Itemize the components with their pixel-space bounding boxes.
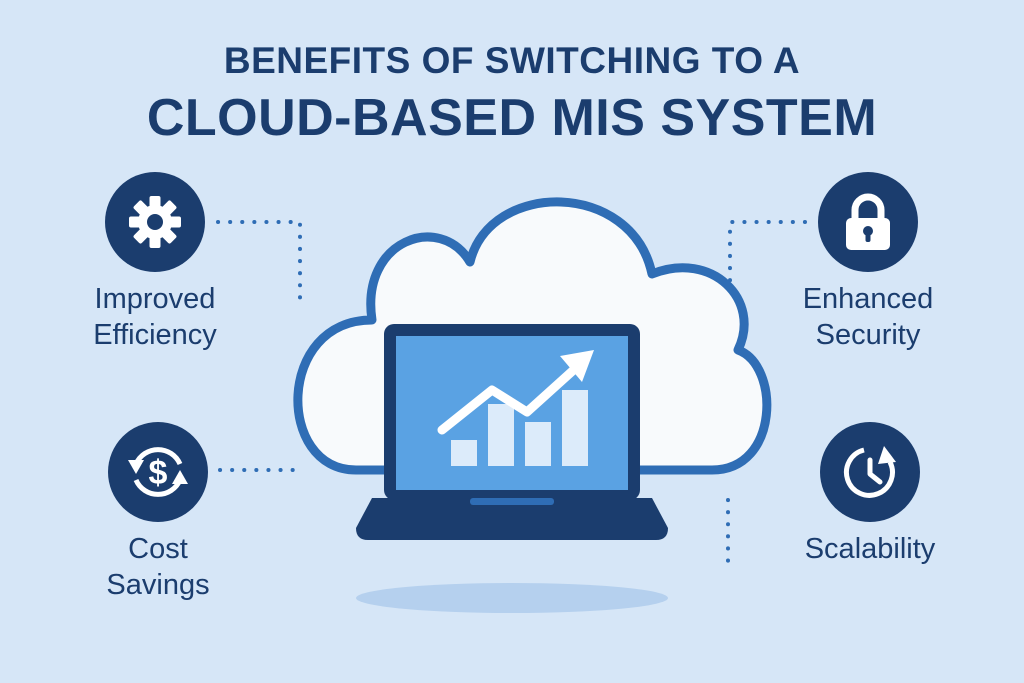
dotted-connectors bbox=[216, 220, 807, 572]
floor-shadow bbox=[356, 583, 668, 613]
benefit-label-security: Enhanced Security bbox=[802, 283, 934, 351]
growth-chart-icon bbox=[451, 390, 588, 466]
connector-efficiency bbox=[216, 220, 302, 302]
lock-icon bbox=[818, 172, 918, 272]
trend-arrow-icon bbox=[437, 361, 583, 435]
clock-cycle-icon bbox=[820, 422, 920, 522]
title-line-2: CLOUD-BASED MIS SYSTEM bbox=[146, 89, 878, 147]
benefit-label-cost: Cost Savings bbox=[106, 533, 210, 601]
laptop-icon bbox=[356, 324, 668, 540]
connector-security bbox=[728, 220, 807, 302]
benefit-label-efficiency: Improved Efficiency bbox=[93, 283, 217, 351]
dollar-cycle-icon: $ bbox=[108, 422, 208, 522]
gear-icon bbox=[105, 172, 205, 272]
benefit-label-scalability: Scalability bbox=[804, 533, 936, 565]
title-line-1: BENEFITS OF SWITCHING TO A bbox=[223, 40, 801, 81]
svg-text:$: $ bbox=[149, 454, 168, 492]
